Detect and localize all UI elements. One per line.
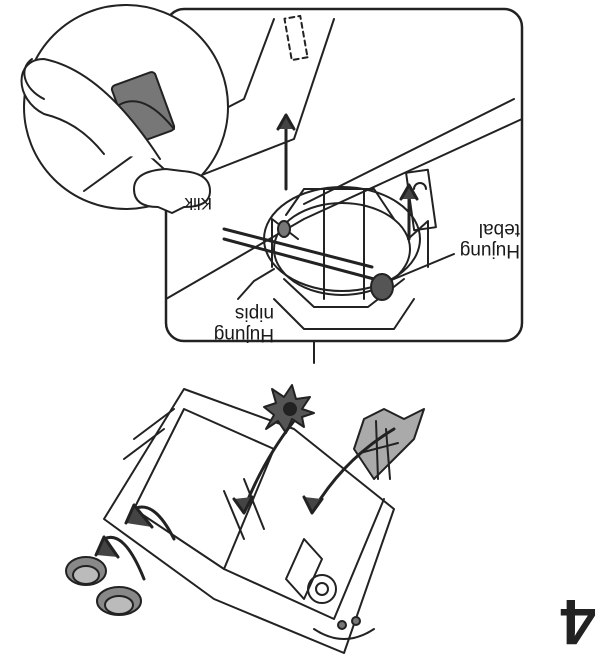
drawer-assembly — [103, 388, 395, 654]
inset-housing — [165, 14, 523, 300]
zoom-circle — [20, 4, 229, 210]
impeller-dark — [263, 384, 315, 434]
cap-2 — [65, 556, 107, 586]
callout-line-nipis — [237, 268, 275, 300]
label-thin-end: Hujung nipis — [214, 303, 274, 345]
label-thin-end-line1: Hujung — [213, 324, 274, 345]
cage-holder — [222, 186, 429, 330]
label-thin-end-line2: nipis — [234, 303, 274, 324]
step-number: 4 — [560, 586, 596, 658]
impeller-light — [353, 408, 425, 480]
drawer-arrows — [94, 419, 396, 581]
label-thick-end-line1: Hujung — [459, 240, 520, 261]
inset-arrows — [276, 113, 419, 241]
label-thick-end-line2: tebal — [478, 219, 520, 240]
klik-bubble — [133, 168, 211, 214]
label-klik: Klik — [184, 194, 212, 213]
label-thick-end: Hujung tebal — [460, 219, 520, 261]
callout-line-tebal — [393, 253, 455, 280]
cap-1 — [96, 586, 142, 616]
